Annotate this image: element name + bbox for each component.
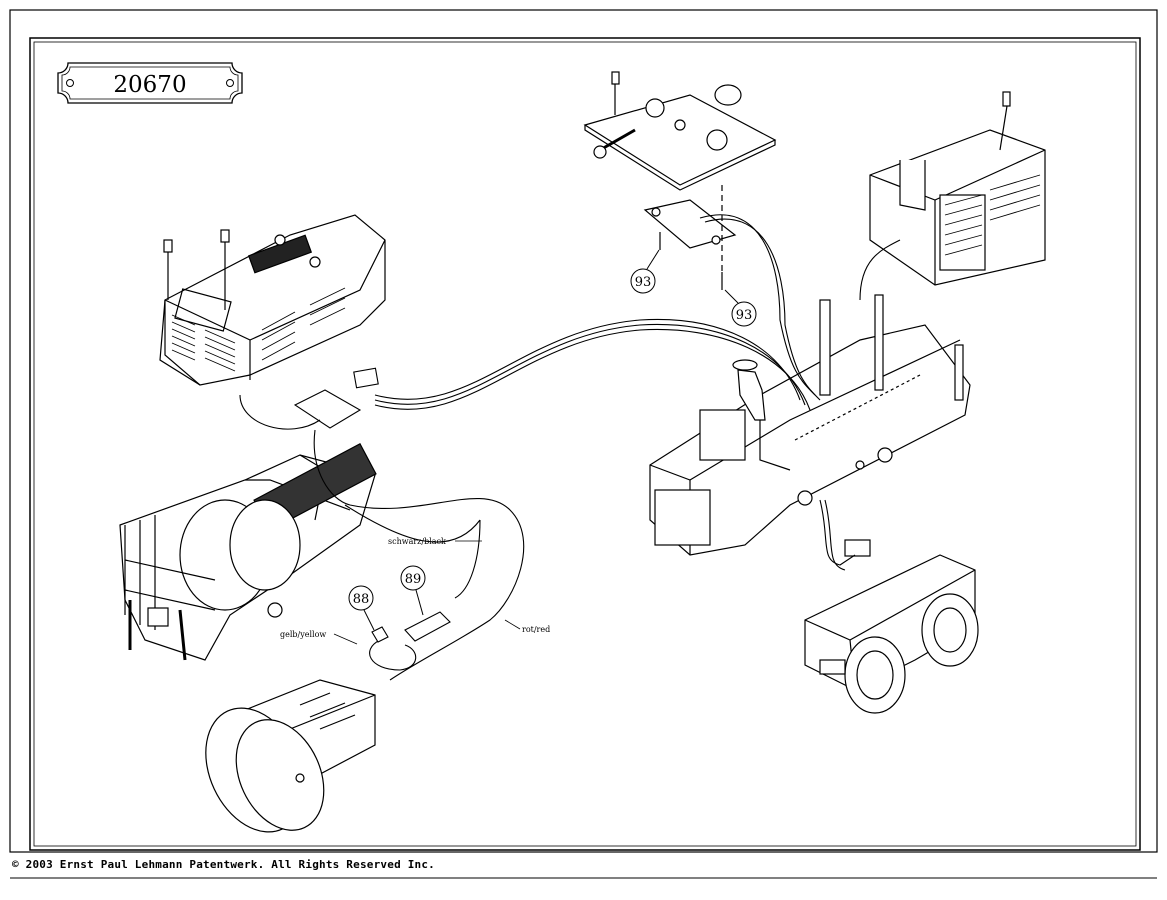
callout-93a-label: 93 (635, 275, 652, 290)
light-circuit-board (583, 71, 777, 191)
mounting-plate (643, 185, 737, 290)
callout-89-label: 89 (405, 572, 422, 587)
connector-board-left (293, 367, 379, 429)
callout-88-label: 88 (353, 592, 370, 607)
svg-text:schwarz/black: schwarz/black (388, 537, 446, 546)
drawing-frame-inner (33, 41, 1137, 847)
title-plate: 20670 (57, 62, 243, 104)
cab-body (119, 443, 377, 661)
wire-label-red: rot/red (504, 619, 550, 634)
rear-truck (804, 539, 979, 714)
copyright-notice: © 2003 Ernst Paul Lehmann Patentwerk. Al… (12, 858, 435, 871)
part-number: 20670 (113, 72, 186, 98)
rear-hood (869, 91, 1046, 286)
callout-88: 88 (348, 585, 375, 631)
wiring (239, 214, 901, 681)
callout-93b: 93 (724, 289, 757, 327)
inline-components (371, 611, 451, 643)
callout-93a: 93 (630, 249, 660, 294)
callout-93b-label: 93 (736, 308, 753, 323)
drawing-frame (29, 37, 1141, 851)
svg-text:rot/red: rot/red (522, 625, 550, 634)
wire-label-yellow: gelb/yellow (280, 630, 358, 645)
outer-border (9, 9, 1158, 853)
callout-89: 89 (400, 565, 426, 616)
wire-label-black: schwarz/black (388, 537, 482, 546)
svg-text:gelb/yellow: gelb/yellow (280, 630, 326, 639)
motor-block (205, 679, 376, 833)
main-chassis (649, 294, 971, 556)
hood-assembly (159, 214, 386, 386)
